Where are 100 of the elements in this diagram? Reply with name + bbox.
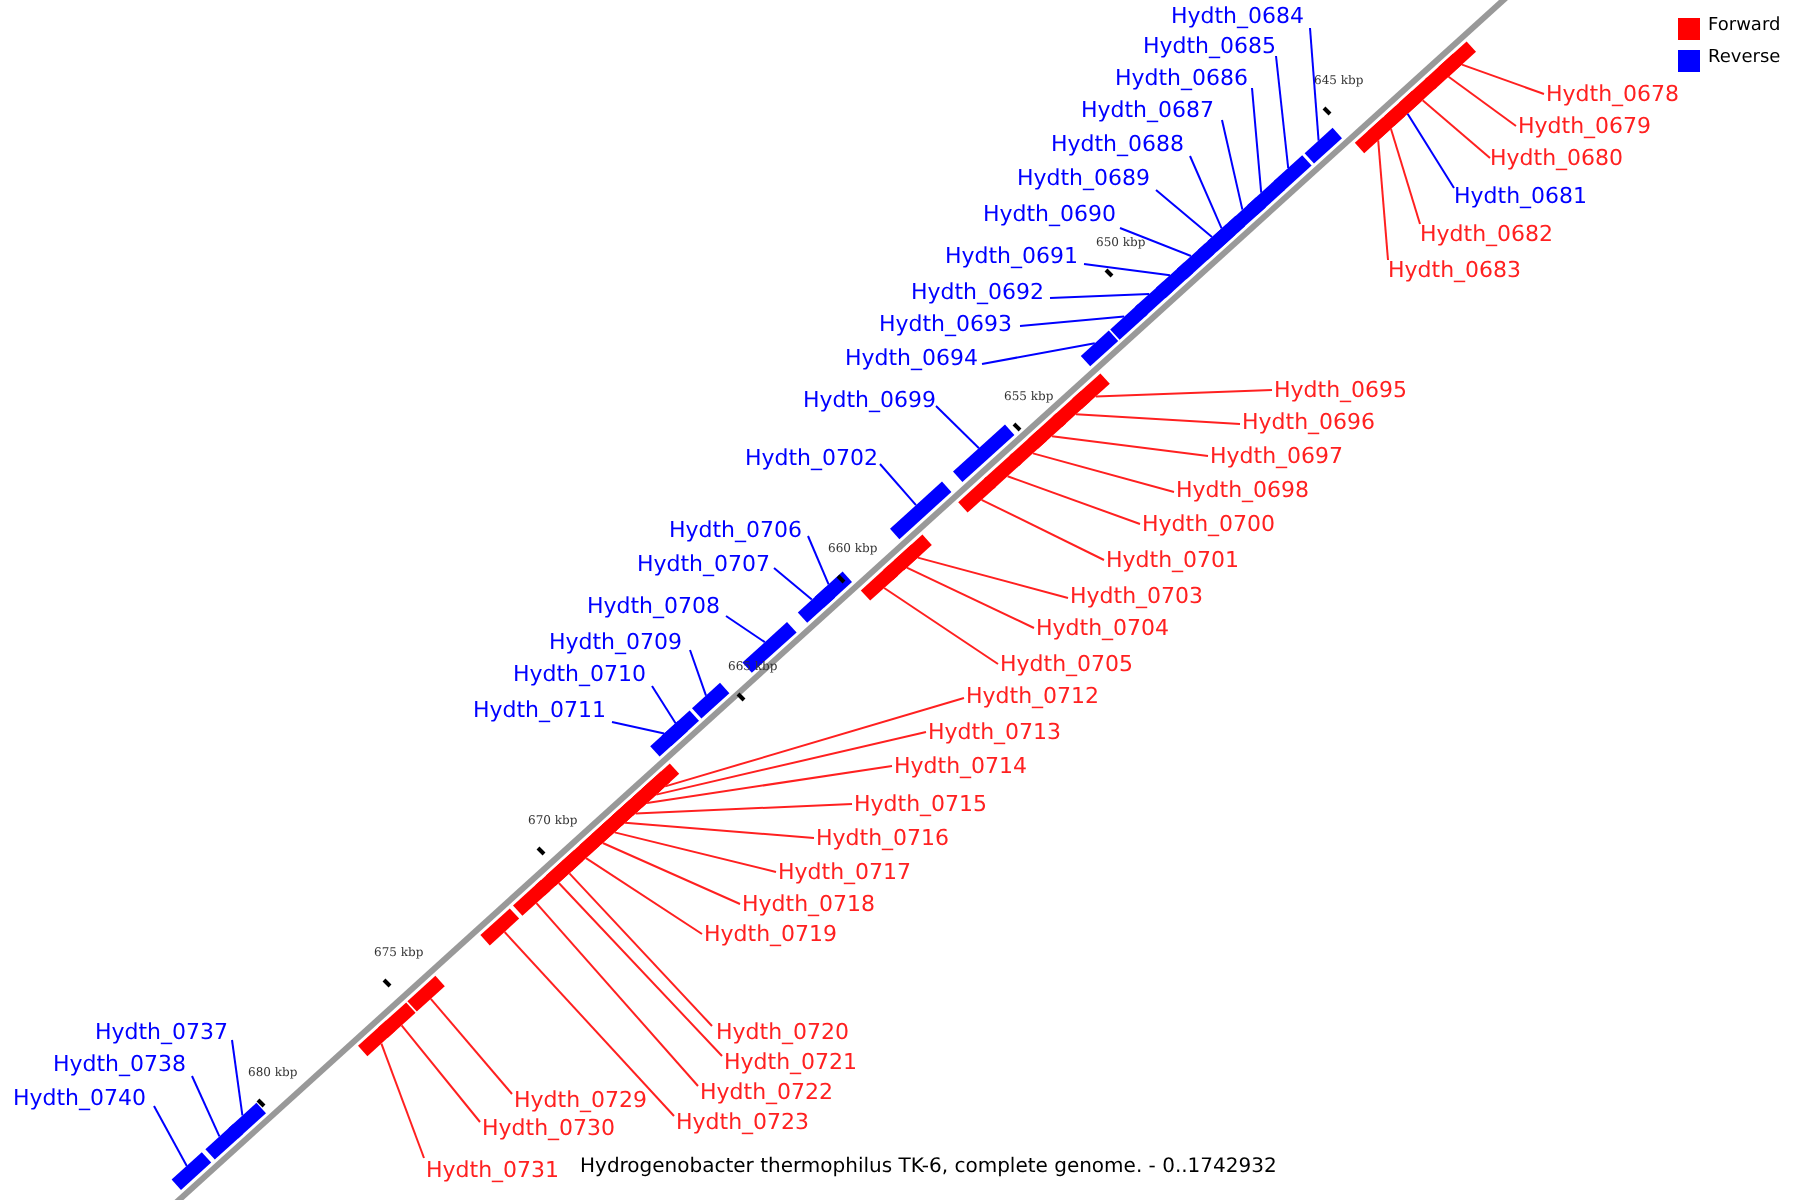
- gene-label: Hydth_0695: [1274, 377, 1408, 403]
- gene-block: [480, 908, 520, 946]
- leader-line: [1309, 27, 1320, 142]
- gene-label: Hydth_0699: [802, 387, 936, 413]
- leader-line: [935, 405, 980, 450]
- leader-line: [380, 1042, 425, 1159]
- gene-label: Hydth_0684: [1170, 3, 1304, 29]
- gene-label: Hydth_0681: [1454, 183, 1588, 209]
- gene-block: [953, 424, 1015, 482]
- leader-line: [613, 831, 777, 873]
- gene-label: Hydth_0710: [512, 661, 646, 687]
- leader-line: [883, 587, 999, 665]
- gene-label: Hydth_0702: [744, 445, 878, 471]
- gene-label: Hydth_0729: [514, 1087, 648, 1113]
- leader-line: [503, 931, 675, 1117]
- gene-label: Hydth_0706: [668, 517, 802, 543]
- leader-line: [655, 731, 927, 796]
- leader-line: [634, 803, 853, 815]
- gene-block: [958, 476, 996, 513]
- gene-block: [1135, 281, 1173, 317]
- gene-label: Hydth_0723: [676, 1109, 810, 1135]
- gene-label: Hydth_0738: [52, 1051, 186, 1077]
- gene-label: Hydth_0716: [816, 825, 950, 851]
- leader-line: [557, 882, 723, 1057]
- gene-label: Hydth_0697: [1210, 443, 1344, 469]
- gene-label: Hydth_0682: [1420, 221, 1554, 247]
- leader-line: [773, 567, 813, 601]
- leader-line: [689, 649, 707, 697]
- leader-line: [1447, 75, 1517, 127]
- leader-line: [535, 902, 699, 1087]
- gene-label: Hydth_0694: [844, 345, 978, 371]
- caption: Hydrogenobacter thermophilus TK-6, complete genome. - 0..1742932: [580, 1156, 1277, 1178]
- gene-label: Hydth_0679: [1518, 113, 1652, 139]
- leader-line: [1006, 475, 1141, 525]
- gene-label: Hydth_0678: [1546, 81, 1680, 107]
- leader-line: [1119, 227, 1192, 257]
- gene-label: Hydth_0721: [724, 1049, 858, 1075]
- leader-line: [981, 342, 1096, 365]
- gene-label: Hydth_0704: [1036, 615, 1170, 641]
- leader-line: [1461, 63, 1545, 95]
- gene-label: Hydth_0718: [742, 891, 876, 917]
- gene-label: Hydth_0715: [854, 791, 988, 817]
- gene-label: Hydth_0688: [1050, 131, 1184, 157]
- gene-label: Hydth_0713: [928, 719, 1062, 745]
- gene-block: [1080, 330, 1119, 367]
- leader-line: [651, 685, 677, 725]
- leader-line: [879, 463, 917, 507]
- leader-line: [1390, 128, 1421, 225]
- leader-line: [568, 872, 713, 1027]
- leader-line: [1377, 139, 1389, 261]
- gene-label: Hydth_0685: [1142, 33, 1276, 59]
- gene-label: Hydth_0686: [1114, 65, 1248, 91]
- gene-label: Hydth_0683: [1388, 257, 1522, 283]
- gene-label: Hydth_0687: [1080, 97, 1214, 123]
- gene-block: [1274, 155, 1312, 191]
- gene-label: Hydth_0712: [966, 683, 1100, 709]
- gene-label: Hydth_0740: [12, 1085, 146, 1111]
- leader-line: [905, 566, 1035, 629]
- leader-line: [601, 842, 741, 905]
- gene-label: Hydth_0737: [94, 1019, 228, 1045]
- gene-label: Hydth_0689: [1016, 165, 1150, 191]
- gene-label: Hydth_0711: [472, 697, 606, 723]
- gene-block: [1110, 304, 1148, 340]
- gene-label: Hydth_0691: [944, 243, 1078, 269]
- leader-line: [624, 821, 815, 839]
- gene-block: [692, 682, 730, 719]
- leader-line: [1221, 119, 1244, 211]
- leader-line: [664, 697, 965, 788]
- legend-label: Reverse: [1708, 48, 1781, 68]
- leader-line: [231, 1039, 244, 1117]
- leader-line: [1421, 99, 1491, 159]
- gene-label: Hydth_0720: [716, 1019, 850, 1045]
- leader-line: [1406, 112, 1455, 189]
- leader-line: [1155, 189, 1213, 238]
- gene-block: [1425, 53, 1463, 90]
- gene-label: Hydth_0705: [1000, 651, 1134, 677]
- leader-line: [611, 721, 666, 735]
- gene-block: [513, 880, 551, 916]
- legend-label: Forward: [1708, 16, 1781, 36]
- leader-line: [1094, 389, 1273, 398]
- gene-label: Hydth_0701: [1106, 547, 1240, 573]
- gene-label: Hydth_0714: [894, 753, 1028, 779]
- gene-label: Hydth_0719: [704, 921, 838, 947]
- gene-label: Hydth_0708: [586, 593, 720, 619]
- leader-line: [1083, 263, 1171, 277]
- leader-line: [153, 1105, 188, 1167]
- gene-label: Hydth_0722: [700, 1079, 834, 1105]
- gene-label: Hydth_0698: [1176, 477, 1310, 503]
- leader-line: [807, 535, 830, 586]
- gene-block: [407, 975, 445, 1012]
- gene-label: Hydth_0703: [1070, 583, 1204, 609]
- gene-label: Hydth_0709: [548, 629, 682, 655]
- leader-line: [1051, 435, 1209, 457]
- leader-line: [1275, 55, 1290, 169]
- gene-label: Hydth_0731: [426, 1157, 560, 1183]
- gene-label: Hydth_0730: [482, 1115, 616, 1141]
- leader-line: [191, 1075, 221, 1138]
- gene-block: [171, 1152, 212, 1190]
- leader-line: [1075, 413, 1241, 425]
- leader-line: [1251, 87, 1263, 194]
